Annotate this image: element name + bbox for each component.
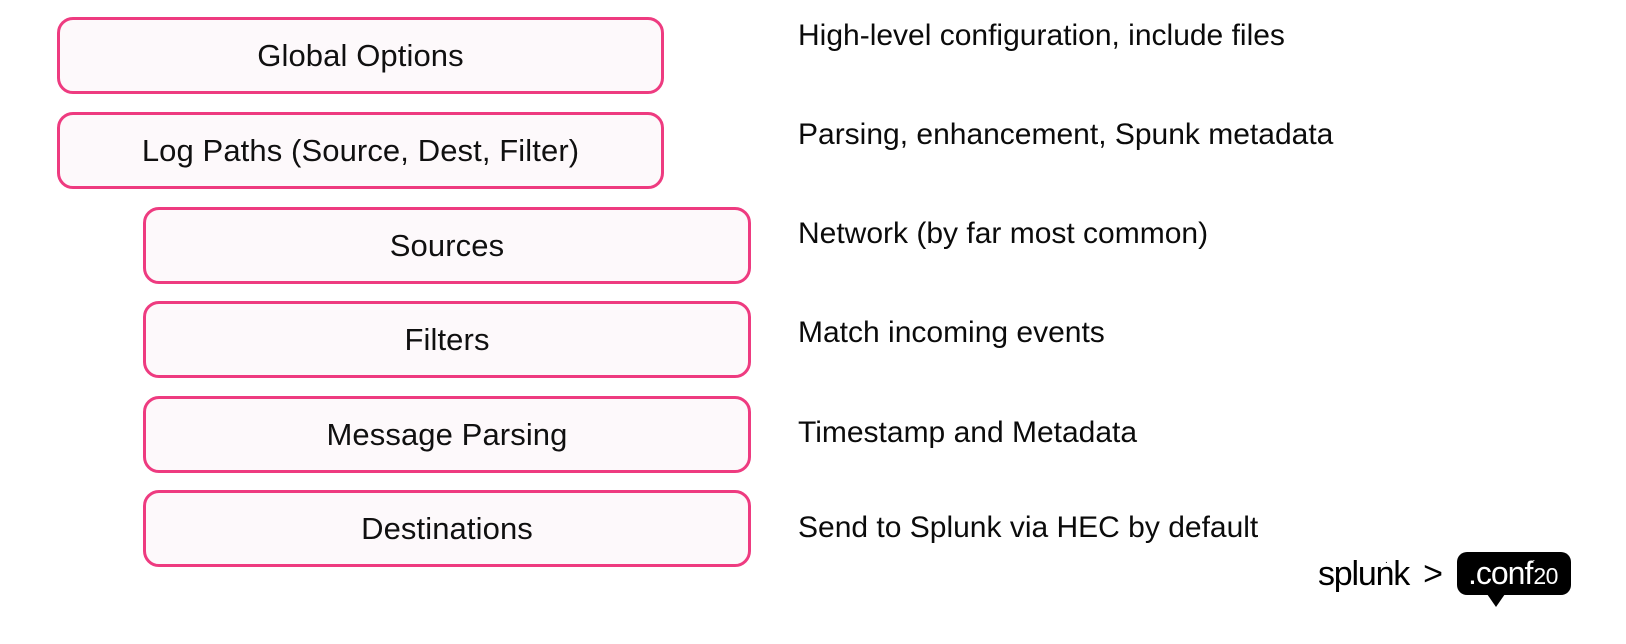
registered-mark-icon: · xyxy=(1532,555,1536,565)
chevron-right-icon: > xyxy=(1423,554,1443,593)
description-filters: Match incoming events xyxy=(798,316,1105,349)
node-box-log-paths[interactable]: Log Paths (Source, Dest, Filter) xyxy=(57,112,664,189)
conf-label-text: .conf xyxy=(1467,555,1533,591)
conf-label: .conf· xyxy=(1467,555,1536,591)
description-log-paths: Parsing, enhancement, Spunk metadata xyxy=(798,118,1334,151)
node-box-destinations[interactable]: Destinations xyxy=(143,490,751,567)
description-sources: Network (by far most common) xyxy=(798,217,1209,250)
node-box-filters[interactable]: Filters xyxy=(143,301,751,378)
conf20-speech-bubble-icon: .conf· 20 xyxy=(1456,552,1571,607)
description-global-options: High-level configuration, include files xyxy=(798,19,1285,52)
splunk-conf20-logo: splunk· > .conf· 20 xyxy=(1318,552,1571,607)
conf-year-label: 20 xyxy=(1533,563,1558,589)
description-message-parsing: Timestamp and Metadata xyxy=(798,416,1138,449)
node-box-label: Log Paths (Source, Dest, Filter) xyxy=(141,133,580,168)
splunk-wordmark-text: splunk xyxy=(1318,554,1410,593)
description-destinations: Send to Splunk via HEC by default xyxy=(798,511,1259,544)
node-box-label: Filters xyxy=(404,322,490,357)
node-box-global-options[interactable]: Global Options xyxy=(57,17,664,94)
registered-mark-icon: · xyxy=(1384,556,1389,568)
node-box-sources[interactable]: Sources xyxy=(143,207,751,284)
node-box-label: Global Options xyxy=(257,38,464,73)
splunk-wordmark: splunk· xyxy=(1318,554,1410,593)
node-box-label: Sources xyxy=(389,228,505,263)
node-box-label: Message Parsing xyxy=(326,417,568,452)
node-box-message-parsing[interactable]: Message Parsing xyxy=(143,396,751,473)
node-box-label: Destinations xyxy=(361,511,533,546)
